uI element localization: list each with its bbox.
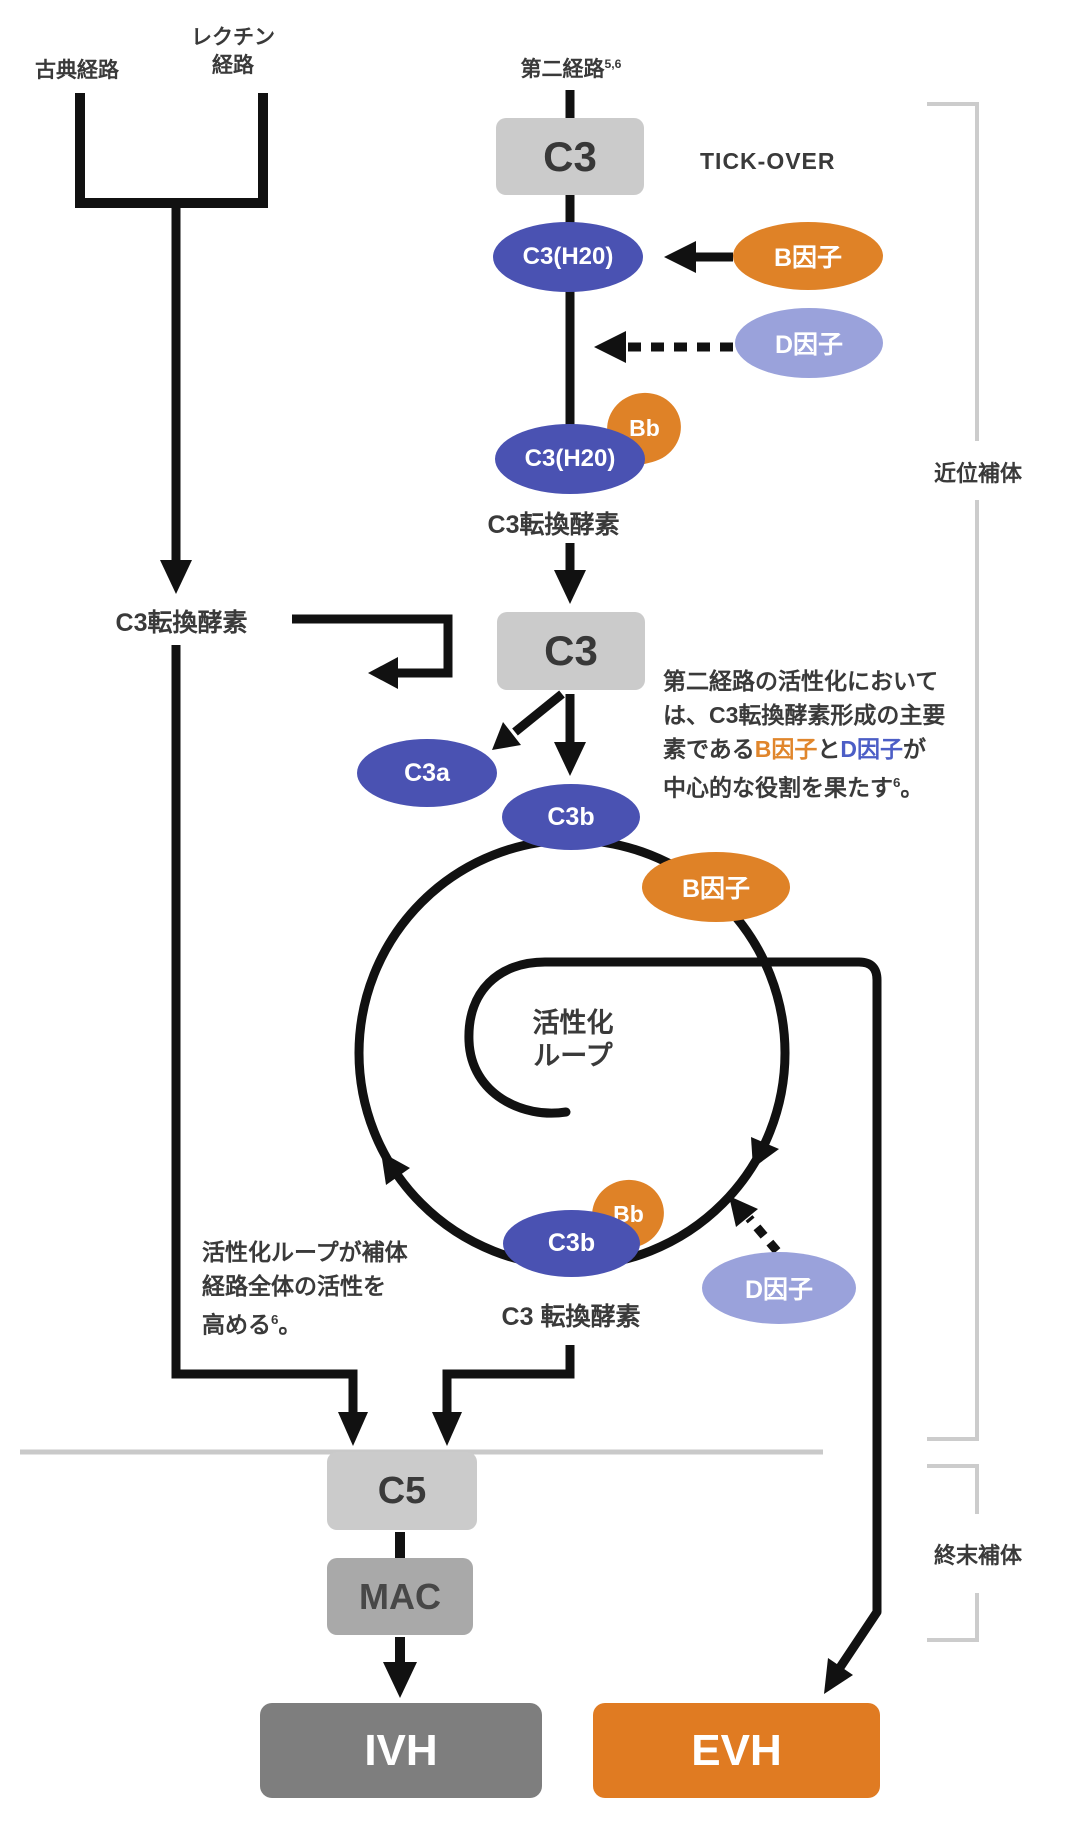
factor-b-ellipse-2: B因子 bbox=[642, 852, 790, 922]
loop-note-line-3: 高める6。 bbox=[202, 1311, 302, 1338]
convertase-down-arrowhead bbox=[554, 570, 586, 604]
left-c5-arrowhead bbox=[338, 1412, 368, 1446]
factor-d-arrowhead bbox=[594, 331, 626, 363]
c5-box: C5 bbox=[327, 1452, 477, 1530]
c3-c3b-arrowhead bbox=[554, 742, 586, 776]
note-factor-b-highlight: B因子 bbox=[754, 736, 818, 762]
c3-convertase-label-top: C3転換酵素 bbox=[487, 511, 620, 539]
alternative-pathway-superscript: 5,6 bbox=[604, 57, 622, 71]
proximal-bracket-top bbox=[927, 102, 979, 441]
loop-note-line-2: 経路全体の活性を bbox=[202, 1273, 386, 1299]
factor-d2-dashed-line bbox=[745, 1215, 781, 1254]
factor-b-ellipse-1: B因子 bbox=[733, 222, 883, 290]
note-line-1: 第二経路の活性化において bbox=[663, 668, 939, 694]
activation-loop-spiral-evh-line bbox=[464, 957, 882, 1683]
proximal-bracket-bottom bbox=[927, 500, 979, 1441]
loop-c5-line bbox=[442, 1345, 575, 1416]
factor-d-ellipse-1: D因子 bbox=[735, 308, 883, 378]
ivh-box: IVH bbox=[260, 1703, 542, 1798]
terminal-bracket-top bbox=[927, 1464, 979, 1514]
tick-over-label: TICK-OVER bbox=[700, 148, 836, 174]
loop-effect-note: 活性化ループが補体 経路全体の活性を 高める6。 bbox=[202, 1235, 452, 1342]
circle-right-arrowhead bbox=[751, 1137, 779, 1168]
c3-c3a-arrowhead bbox=[492, 722, 521, 750]
factor-d-ellipse-2: D因子 bbox=[702, 1252, 856, 1324]
left-stem-arrowhead bbox=[160, 560, 192, 594]
factor-d2-arrowhead bbox=[729, 1196, 758, 1227]
terminal-complement-label: 終末補体 bbox=[933, 1543, 1022, 1568]
activation-loop-label: 活性化 ループ bbox=[532, 1008, 614, 1071]
c3b-ellipse-loop: C3b bbox=[503, 1210, 640, 1277]
note-line-3: 素であるB因子とD因子が bbox=[663, 736, 927, 762]
circle-left-arrowhead bbox=[381, 1152, 410, 1185]
mac-ivh-arrowhead bbox=[383, 1662, 417, 1698]
c3h2o-ellipse-2: C3(H20) bbox=[495, 424, 645, 494]
convertase-hook-line bbox=[292, 614, 453, 678]
loop-note-line-1: 活性化ループが補体 bbox=[202, 1239, 408, 1265]
terminal-bracket-bottom bbox=[927, 1593, 979, 1642]
evh-arrowhead bbox=[824, 1658, 853, 1694]
proximal-complement-label: 近位補体 bbox=[933, 461, 1022, 486]
c3h2o-ellipse-1: C3(H20) bbox=[493, 222, 643, 292]
c3-box-top: C3 bbox=[496, 118, 644, 195]
c3a-ellipse: C3a bbox=[357, 739, 497, 807]
lectin-pathway-label: レクチン 経路 bbox=[191, 26, 275, 77]
c3b-ellipse-top: C3b bbox=[502, 784, 640, 850]
c3-convertase-label-loop: C3 転換酵素 bbox=[501, 1303, 641, 1331]
c3-convertase-label-left: C3転換酵素 bbox=[115, 609, 248, 637]
evh-box: EVH bbox=[593, 1703, 880, 1798]
merge-u-line bbox=[75, 93, 268, 208]
note-factor-d-highlight: D因子 bbox=[840, 736, 904, 762]
alternative-pathway-label: 第二経路5,6 bbox=[520, 57, 622, 81]
note-line-2: は、C3転換酵素形成の主要 bbox=[663, 702, 946, 728]
classical-pathway-label: 古典経路 bbox=[35, 59, 119, 82]
c3-c3a-line bbox=[512, 690, 565, 736]
factor-b-arrowhead bbox=[664, 241, 696, 273]
c3-box-middle: C3 bbox=[497, 612, 645, 690]
note-line-4: 中心的な役割を果たす6。 bbox=[663, 774, 924, 801]
loop-c5-arrowhead bbox=[432, 1412, 462, 1446]
mac-box: MAC bbox=[327, 1558, 473, 1635]
left-stem-lower bbox=[171, 645, 358, 1416]
alternative-activation-note: 第二経路の活性化において は、C3転換酵素形成の主要 素であるB因子とD因子が … bbox=[663, 664, 973, 805]
hook-arrowhead bbox=[368, 657, 398, 689]
